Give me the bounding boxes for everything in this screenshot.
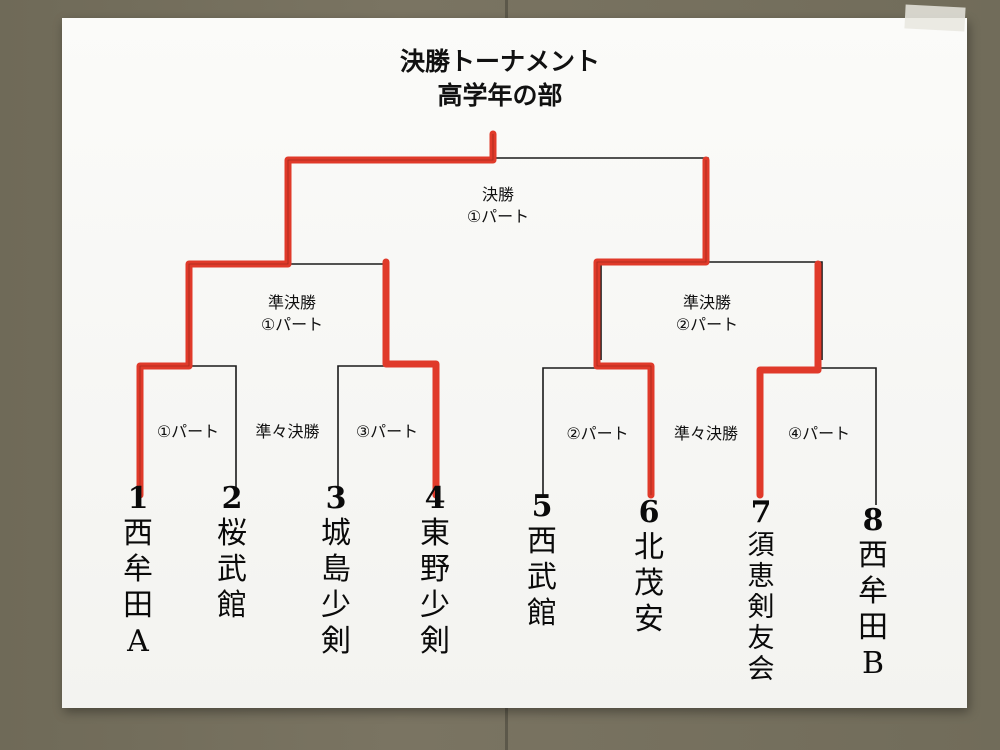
- round-name: 準決勝: [267, 293, 316, 312]
- court-name: ①パート: [466, 207, 530, 226]
- qf3-court-label: ③パート: [355, 422, 419, 441]
- entry-4: 4 東野少剣: [410, 482, 460, 660]
- entry-1: 1 西牟田A: [113, 482, 163, 660]
- round-name: 準決勝: [682, 293, 731, 312]
- entry-number: 1: [127, 481, 149, 516]
- court-name: ①パート: [260, 315, 324, 334]
- entry-number: 6: [638, 495, 660, 530]
- entry-name: 桜武館: [217, 516, 247, 623]
- semi-left-label: 準決勝 ①パート: [242, 292, 342, 336]
- qf-center-right-label: 準々決勝: [673, 424, 738, 443]
- entry-8: 8 西牟田B: [848, 504, 898, 682]
- entry-name: 西牟田A: [123, 516, 153, 659]
- entry-number: 3: [325, 481, 347, 516]
- entry-2: 2 桜武館: [207, 482, 257, 624]
- qf1-court-label: ①パート: [156, 422, 220, 441]
- entry-number: 8: [862, 503, 884, 538]
- entry-name: 城島少剣: [321, 516, 351, 659]
- entry-name: 西牟田B: [858, 538, 888, 681]
- sf-right-line: [600, 261, 823, 360]
- poster-title: 決勝トーナメント: [399, 47, 600, 76]
- entry-number: 4: [424, 481, 446, 516]
- entry-number: 2: [221, 481, 243, 516]
- qf-center-left-label: 準々決勝: [255, 422, 320, 441]
- entry-7: 7 須恵剣友会: [736, 495, 786, 686]
- qf4-court-label: ④パート: [787, 424, 851, 443]
- entry-5: 5 西武館: [517, 490, 567, 632]
- court-name: ②パート: [675, 315, 739, 334]
- round-name: 決勝: [481, 185, 514, 204]
- winner-path-edges: [139, 134, 707, 495]
- qf2-court-label: ②パート: [566, 424, 629, 443]
- entry-3: 3 城島少剣: [311, 482, 361, 660]
- semi-right-label: 準決勝 ②パート: [657, 292, 757, 336]
- poster-subtitle: 高学年の部: [437, 81, 563, 110]
- winner-path-sue: [756, 260, 822, 499]
- entry-name: 須恵剣友会: [747, 530, 775, 685]
- final-label: 決勝 ①パート: [448, 184, 548, 228]
- entry-name: 東野少剣: [420, 516, 450, 659]
- entry-number: 5: [531, 489, 553, 524]
- entry-name: 北茂安: [634, 530, 664, 637]
- entry-name: 西武館: [527, 524, 557, 631]
- entry-number: 7: [750, 495, 772, 530]
- winner-path-east: [382, 258, 440, 499]
- entry-6: 6 北茂安: [624, 496, 674, 638]
